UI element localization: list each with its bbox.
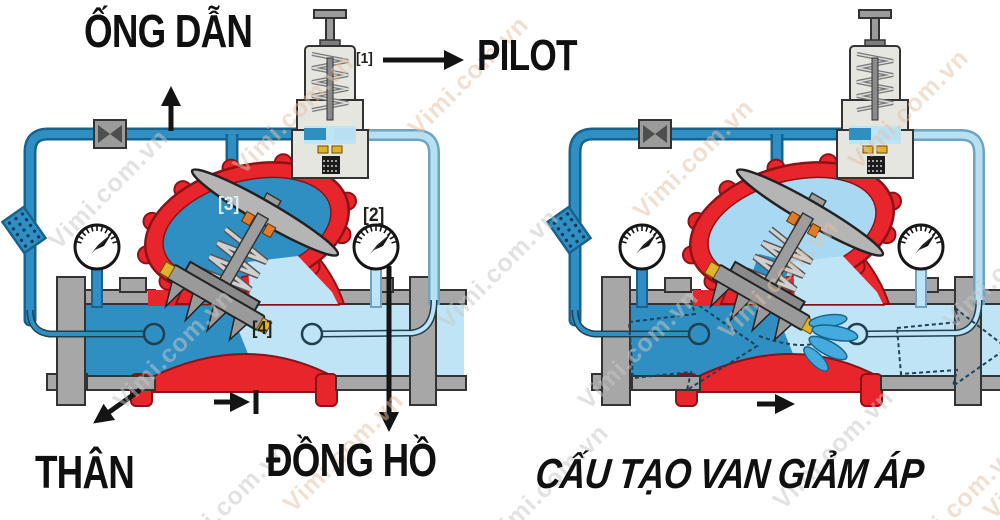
valve-schematic — [0, 9, 467, 432]
callout-diaphragm: [3] — [218, 194, 240, 215]
callout-gauge: [2] — [363, 205, 385, 226]
valve-diagram-closed — [0, 0, 470, 450]
main-title: CẤU TẠO VAN GIẢM ÁP — [533, 450, 926, 497]
pipe-label: ỐNG DẪN — [84, 5, 253, 57]
annotation-arrows — [93, 50, 464, 432]
water-spray — [803, 313, 859, 372]
tube-valve-fitting — [638, 119, 672, 149]
pressure-gauge — [73, 223, 121, 308]
flow-outline-arrows — [627, 297, 1000, 393]
callout-pilot: [1] — [356, 50, 373, 67]
valve-schematic — [545, 9, 1000, 414]
strainer-filter — [545, 205, 593, 255]
pilot-label: PILOT — [477, 31, 577, 80]
valve-body-upper — [137, 153, 357, 306]
valve-diagram-open — [545, 0, 1000, 450]
tube-valve-fitting — [93, 119, 127, 149]
body-label: THÂN — [35, 446, 135, 498]
flow-direction-blocked — [214, 390, 259, 414]
pilot-valve — [836, 9, 914, 179]
pipe-flanges — [591, 276, 1000, 406]
pilot-valve — [291, 9, 369, 179]
pressure-gauge — [618, 223, 666, 308]
callout-seat: [4] — [252, 318, 273, 338]
pressure-gauge — [897, 223, 945, 308]
pressure-gauge — [352, 223, 400, 308]
diaphragm-stem-assembly — [703, 168, 885, 343]
gauge-label: ĐỒNG HỒ — [266, 434, 437, 486]
diaphragm-stem-assembly — [158, 168, 340, 343]
strainer-filter — [0, 205, 48, 255]
